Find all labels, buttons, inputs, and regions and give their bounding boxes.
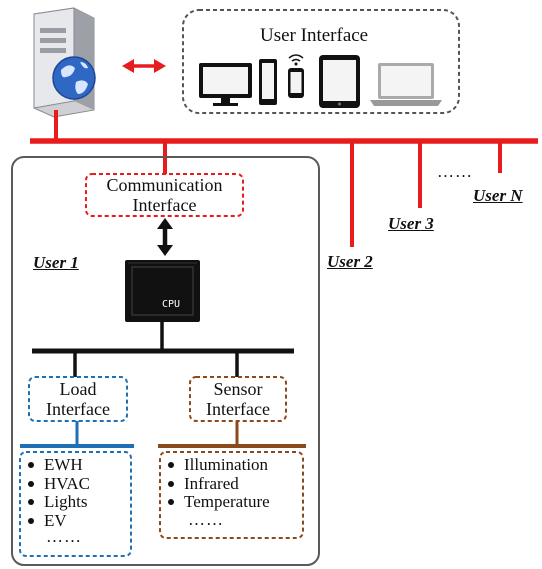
server-globe-icon <box>33 7 96 118</box>
user-3-label: User 3 <box>388 214 434 233</box>
load-more-ellipsis: …… <box>46 527 82 546</box>
sensor-list-box <box>159 451 304 539</box>
list-item: EWH <box>26 455 90 475</box>
communication-interface-label: Communication Interface <box>86 175 243 215</box>
load-list-box <box>19 451 132 557</box>
red-bus <box>30 110 538 247</box>
communication-interface-box <box>85 173 244 217</box>
list-item: Lights <box>26 492 90 512</box>
cpu-chip-icon <box>125 260 200 322</box>
sensor-list: Illumination Infrared Temperature <box>166 455 270 512</box>
smartphone-wifi-icon <box>288 54 304 98</box>
desktop-monitor-icon <box>199 63 252 106</box>
sensor-interface-line2: Interface <box>206 399 270 419</box>
laptop-icon <box>370 63 442 106</box>
load-interface-box <box>28 376 128 422</box>
tablet-icon <box>319 55 360 108</box>
tablet-dark-icon <box>259 59 277 105</box>
load-interface-line1: Load <box>59 379 97 399</box>
user-interface-box <box>182 9 460 114</box>
more-users-ellipsis: …… <box>437 162 473 181</box>
cpu-label: CPU <box>162 299 181 310</box>
user-1-frame <box>11 156 320 566</box>
user-2-label: User 2 <box>327 252 373 271</box>
list-item: EV <box>26 511 90 531</box>
server-ui-double-arrow <box>122 59 166 73</box>
communication-interface-line1: Communication <box>106 175 223 195</box>
list-item: Illumination <box>166 455 270 475</box>
sensor-interface-label: Sensor Interface <box>190 379 286 419</box>
comm-cpu-double-arrow <box>157 218 173 256</box>
list-item: Temperature <box>166 492 270 512</box>
load-list: EWH HVAC Lights EV <box>26 455 90 531</box>
load-interface-label: Load Interface <box>29 379 127 419</box>
user-1-label: User 1 <box>33 253 79 272</box>
list-item: HVAC <box>26 474 90 494</box>
load-interface-line2: Interface <box>46 399 110 419</box>
sensor-more-ellipsis: …… <box>188 510 224 529</box>
user-interface-title: User Interface <box>260 25 369 46</box>
black-bus <box>32 322 294 377</box>
list-item: Infrared <box>166 474 270 494</box>
sensor-interface-line1: Sensor <box>213 379 263 399</box>
user-n-label: User N <box>473 186 523 205</box>
communication-interface-line2: Interface <box>132 195 197 215</box>
